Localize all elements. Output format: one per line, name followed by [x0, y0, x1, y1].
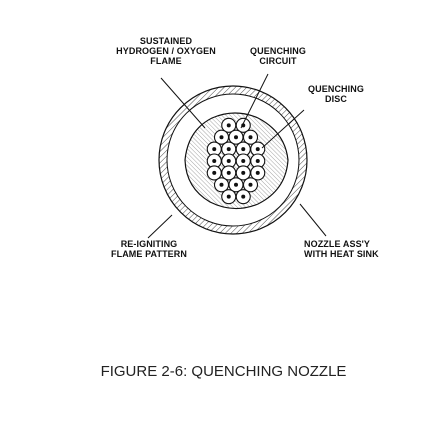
flame-port-orifice	[241, 159, 246, 163]
leader-sustained-flame	[160, 77, 206, 129]
label-reigniting-line2: FLAME PATTERN	[111, 249, 187, 259]
flame-port-orifice	[226, 147, 231, 152]
label-quenching-circuit-line2: CIRCUIT	[259, 56, 297, 66]
label-sustained-flame: SUSTAINED HYDROGEN / OXYGEN FLAME	[111, 36, 221, 66]
flame-port-orifice	[255, 159, 260, 163]
flame-port-orifice	[255, 147, 260, 152]
flame-port-orifice	[234, 182, 238, 187]
label-sustained-line1: SUSTAINED	[139, 36, 193, 46]
leader-quenching-disc	[261, 109, 305, 149]
leader-lines	[147, 73, 327, 239]
flame-port-orifice	[241, 147, 246, 152]
flame-port-orifice	[219, 182, 224, 187]
label-sustained-line2: HYDROGEN / OXYGEN	[116, 46, 216, 56]
leader-reigniting-flame	[147, 214, 173, 239]
label-quenching-disc: QUENCHING DISC	[296, 84, 376, 104]
flame-port-orifice	[219, 135, 224, 140]
label-quenching-circuit-line1: QUENCHING	[250, 46, 306, 56]
flame-port-cluster	[206, 117, 266, 205]
flame-port-orifice	[226, 194, 231, 199]
flame-port-orifice	[255, 170, 260, 175]
leader-nozzle-assy	[299, 203, 327, 237]
flame-port-orifice	[234, 135, 238, 140]
label-quenching-disc-line2: DISC	[325, 94, 347, 104]
label-nozzle-assy: NOZZLE ASS'Y WITH HEAT SINK	[304, 239, 414, 259]
label-quenching-disc-line1: QUENCHING	[308, 84, 364, 94]
flame-port-orifice	[212, 159, 217, 163]
leader-quenching-circuit	[240, 73, 269, 129]
label-reigniting-flame: RE-IGNITING FLAME PATTERN	[94, 239, 204, 259]
flame-port-orifice	[226, 170, 231, 175]
flame-port-orifice	[212, 147, 217, 152]
flame-port-orifice	[212, 170, 217, 175]
figure-caption: FIGURE 2-6: QUENCHING NOZZLE	[100, 363, 347, 380]
flame-port-orifice	[226, 123, 231, 128]
label-quenching-circuit: QUENCHING CIRCUIT	[238, 46, 318, 66]
label-nozzle-line2: WITH HEAT SINK	[304, 249, 379, 259]
label-sustained-line3: FLAME	[150, 56, 182, 66]
flame-port-orifice	[241, 170, 246, 175]
label-nozzle-line1: NOZZLE ASS'Y	[304, 239, 371, 249]
flame-port-orifice	[248, 135, 253, 140]
flame-port-orifice	[241, 194, 246, 199]
flame-port-orifice	[248, 182, 253, 187]
flame-port-orifice	[226, 159, 231, 163]
label-reigniting-line1: RE-IGNITING	[120, 239, 178, 249]
